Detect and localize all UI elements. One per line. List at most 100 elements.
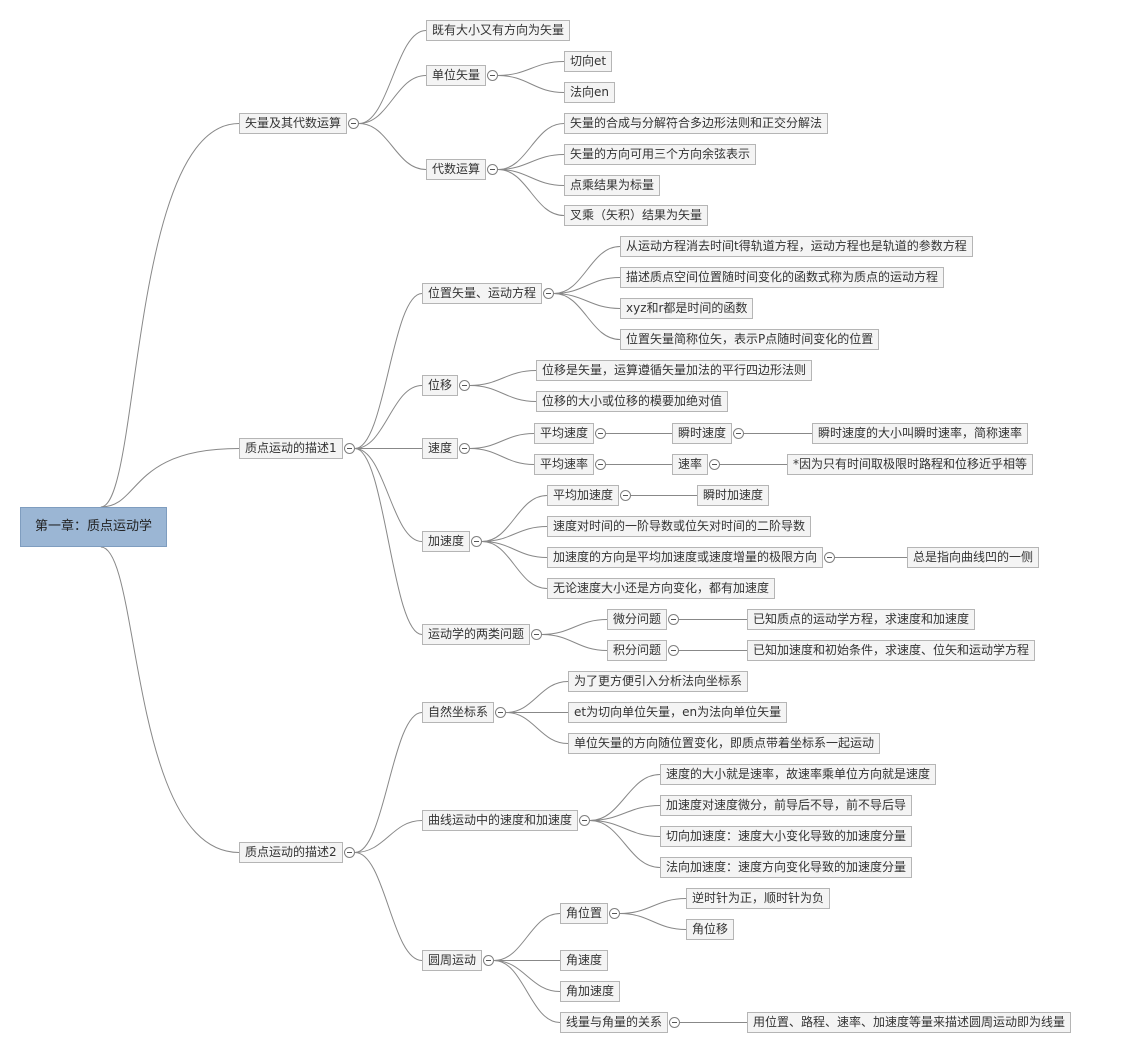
branch-motion-description-2[interactable]: 质点运动的描述2 (239, 842, 343, 863)
leaf-differential-desc[interactable]: 已知质点的运动学方程，求速度和加速度 (747, 609, 976, 630)
leaf-orbit-equation[interactable]: 从运动方程消去时间t得轨道方程，运动方程也是轨道的参数方程 (620, 236, 973, 257)
topic-linear-angular-relation[interactable]: 线量与角量的关系 (560, 1012, 669, 1033)
topic-vector-definition[interactable]: 既有大小又有方向为矢量 (426, 20, 571, 41)
leaf-angular-displacement[interactable]: 角位移 (686, 919, 735, 940)
connector-line (493, 960, 561, 1023)
leaf-integral-desc[interactable]: 已知加速度和初始条件，求速度、位矢和运动学方程 (747, 640, 1036, 661)
connector-line (354, 293, 423, 449)
leaf-motion-equation[interactable]: 描述质点空间位置随时间变化的函数式称为质点的运动方程 (620, 267, 945, 288)
collapse-toggle-icon[interactable] (669, 1017, 680, 1028)
collapse-toggle-icon[interactable] (595, 428, 606, 439)
leaf-displacement-magnitude[interactable]: 位移的大小或位移的模要加绝对值 (536, 391, 729, 412)
collapse-toggle-icon[interactable] (824, 552, 835, 563)
leaf-instant-speed[interactable]: 瞬时速度的大小叫瞬时速率，简称速率 (812, 423, 1029, 444)
connector-line (589, 820, 661, 868)
leaf-direction-cosines[interactable]: 矢量的方向可用三个方向余弦表示 (564, 144, 757, 165)
branch-motion-description-1[interactable]: 质点运动的描述1 (239, 438, 343, 459)
topic-position-vector[interactable]: 位置矢量、运动方程 (422, 283, 543, 304)
leaf-tangential-acceleration[interactable]: 切向加速度：速度大小变化导致的加速度分量 (660, 826, 913, 847)
collapse-toggle-icon[interactable] (733, 428, 744, 439)
leaf-instant-acceleration[interactable]: 瞬时加速度 (697, 485, 770, 506)
topic-speed[interactable]: 速率 (672, 454, 709, 475)
connector-line (354, 385, 423, 449)
topic-two-problems[interactable]: 运动学的两类问题 (422, 624, 531, 645)
connector-line (619, 913, 687, 930)
connector-line (505, 681, 569, 713)
collapse-toggle-icon[interactable] (459, 380, 470, 391)
connector-line (589, 820, 661, 837)
leaf-position-abbrev[interactable]: 位置矢量简称位矢，表示P点随时间变化的位置 (620, 329, 880, 350)
collapse-toggle-icon[interactable] (344, 443, 355, 454)
leaf-natural-coord-intro[interactable]: 为了更方便引入分析法向坐标系 (568, 671, 749, 692)
connector-line (354, 852, 423, 961)
topic-displacement[interactable]: 位移 (422, 375, 459, 396)
connector-line (589, 805, 661, 821)
collapse-toggle-icon[interactable] (595, 459, 606, 470)
collapse-toggle-icon[interactable] (487, 70, 498, 81)
connector-line (505, 712, 569, 744)
root-topic[interactable]: 第一章：质点运动学 (20, 507, 168, 547)
collapse-toggle-icon[interactable] (348, 118, 359, 129)
leaf-dot-product[interactable]: 点乘结果为标量 (564, 175, 661, 196)
connector-line (497, 75, 565, 93)
leaf-tangential-et[interactable]: 切向et (564, 51, 613, 72)
connector-line (469, 370, 537, 386)
collapse-toggle-icon[interactable] (344, 847, 355, 858)
leaf-speed-note[interactable]: *因为只有时间取极限时路程和位移近乎相等 (787, 454, 1034, 475)
topic-average-acceleration[interactable]: 平均加速度 (547, 485, 620, 506)
leaf-angular-acceleration[interactable]: 角加速度 (560, 981, 621, 1002)
collapse-toggle-icon[interactable] (668, 614, 679, 625)
connector-line (553, 277, 621, 294)
topic-acceleration-direction[interactable]: 加速度的方向是平均加速度或速度增量的极限方向 (547, 547, 824, 568)
leaf-normal-acceleration[interactable]: 法向加速度：速度方向变化导致的加速度分量 (660, 857, 913, 878)
topic-acceleration[interactable]: 加速度 (422, 531, 471, 552)
topic-circular-motion[interactable]: 圆周运动 (422, 950, 483, 971)
topic-unit-vector[interactable]: 单位矢量 (426, 65, 487, 86)
connector-line (497, 123, 565, 170)
collapse-toggle-icon[interactable] (487, 164, 498, 175)
topic-instant-velocity[interactable]: 瞬时速度 (672, 423, 733, 444)
leaf-concave-side[interactable]: 总是指向曲线凹的一侧 (907, 547, 1040, 568)
topic-differential-problem[interactable]: 微分问题 (607, 609, 668, 630)
collapse-toggle-icon[interactable] (495, 707, 506, 718)
collapse-toggle-icon[interactable] (531, 629, 542, 640)
leaf-angular-velocity[interactable]: 角速度 (560, 950, 609, 971)
connector-line (100, 546, 240, 853)
topic-average-velocity[interactable]: 平均速度 (534, 423, 595, 444)
topic-velocity[interactable]: 速度 (422, 438, 459, 459)
collapse-toggle-icon[interactable] (483, 955, 494, 966)
leaf-speed-direction[interactable]: 速度的大小就是速率，故速率乘单位方向就是速度 (660, 764, 937, 785)
connector-line (100, 448, 240, 508)
connector-line (541, 634, 608, 651)
collapse-toggle-icon[interactable] (579, 815, 590, 826)
connector-line (354, 712, 423, 853)
leaf-acceleration-diff[interactable]: 加速度对速度微分，前导后不导，前不导后导 (660, 795, 913, 816)
topic-curvilinear-motion[interactable]: 曲线运动中的速度和加速度 (422, 810, 579, 831)
topic-average-speed[interactable]: 平均速率 (534, 454, 595, 475)
branch-vectors[interactable]: 矢量及其代数运算 (239, 113, 348, 134)
leaf-unit-vector-direction[interactable]: 单位矢量的方向随位置变化，即质点带着坐标系一起运动 (568, 733, 881, 754)
collapse-toggle-icon[interactable] (471, 536, 482, 547)
leaf-always-acceleration[interactable]: 无论速度大小还是方向变化，都有加速度 (547, 578, 776, 599)
leaf-ccw-positive[interactable]: 逆时针为正，顺时针为负 (686, 888, 831, 909)
topic-angular-position[interactable]: 角位置 (560, 903, 609, 924)
leaf-vector-composition[interactable]: 矢量的合成与分解符合多边形法则和正交分解法 (564, 113, 829, 134)
leaf-normal-en[interactable]: 法向en (564, 82, 615, 103)
collapse-toggle-icon[interactable] (459, 443, 470, 454)
leaf-linear-quantities[interactable]: 用位置、路程、速率、加速度等量来描述圆周运动即为线量 (747, 1012, 1072, 1033)
collapse-toggle-icon[interactable] (620, 490, 631, 501)
connector-line (481, 526, 548, 542)
leaf-cross-product[interactable]: 叉乘（矢积）结果为矢量 (564, 205, 709, 226)
collapse-toggle-icon[interactable] (609, 908, 620, 919)
topic-integral-problem[interactable]: 积分问题 (607, 640, 668, 661)
collapse-toggle-icon[interactable] (543, 288, 554, 299)
leaf-displacement-vector[interactable]: 位移是矢量，运算遵循矢量加法的平行四边形法则 (536, 360, 813, 381)
leaf-acceleration-derivative[interactable]: 速度对时间的一阶导数或位矢对时间的二阶导数 (547, 516, 812, 537)
connector-line (553, 246, 621, 294)
collapse-toggle-icon[interactable] (709, 459, 720, 470)
leaf-xyz-functions[interactable]: xyz和r都是时间的函数 (620, 298, 754, 319)
topic-natural-coordinates[interactable]: 自然坐标系 (422, 702, 495, 723)
topic-algebra-operations[interactable]: 代数运算 (426, 159, 487, 180)
leaf-unit-vectors-def[interactable]: et为切向单位矢量，en为法向单位矢量 (568, 702, 788, 723)
collapse-toggle-icon[interactable] (668, 645, 679, 656)
